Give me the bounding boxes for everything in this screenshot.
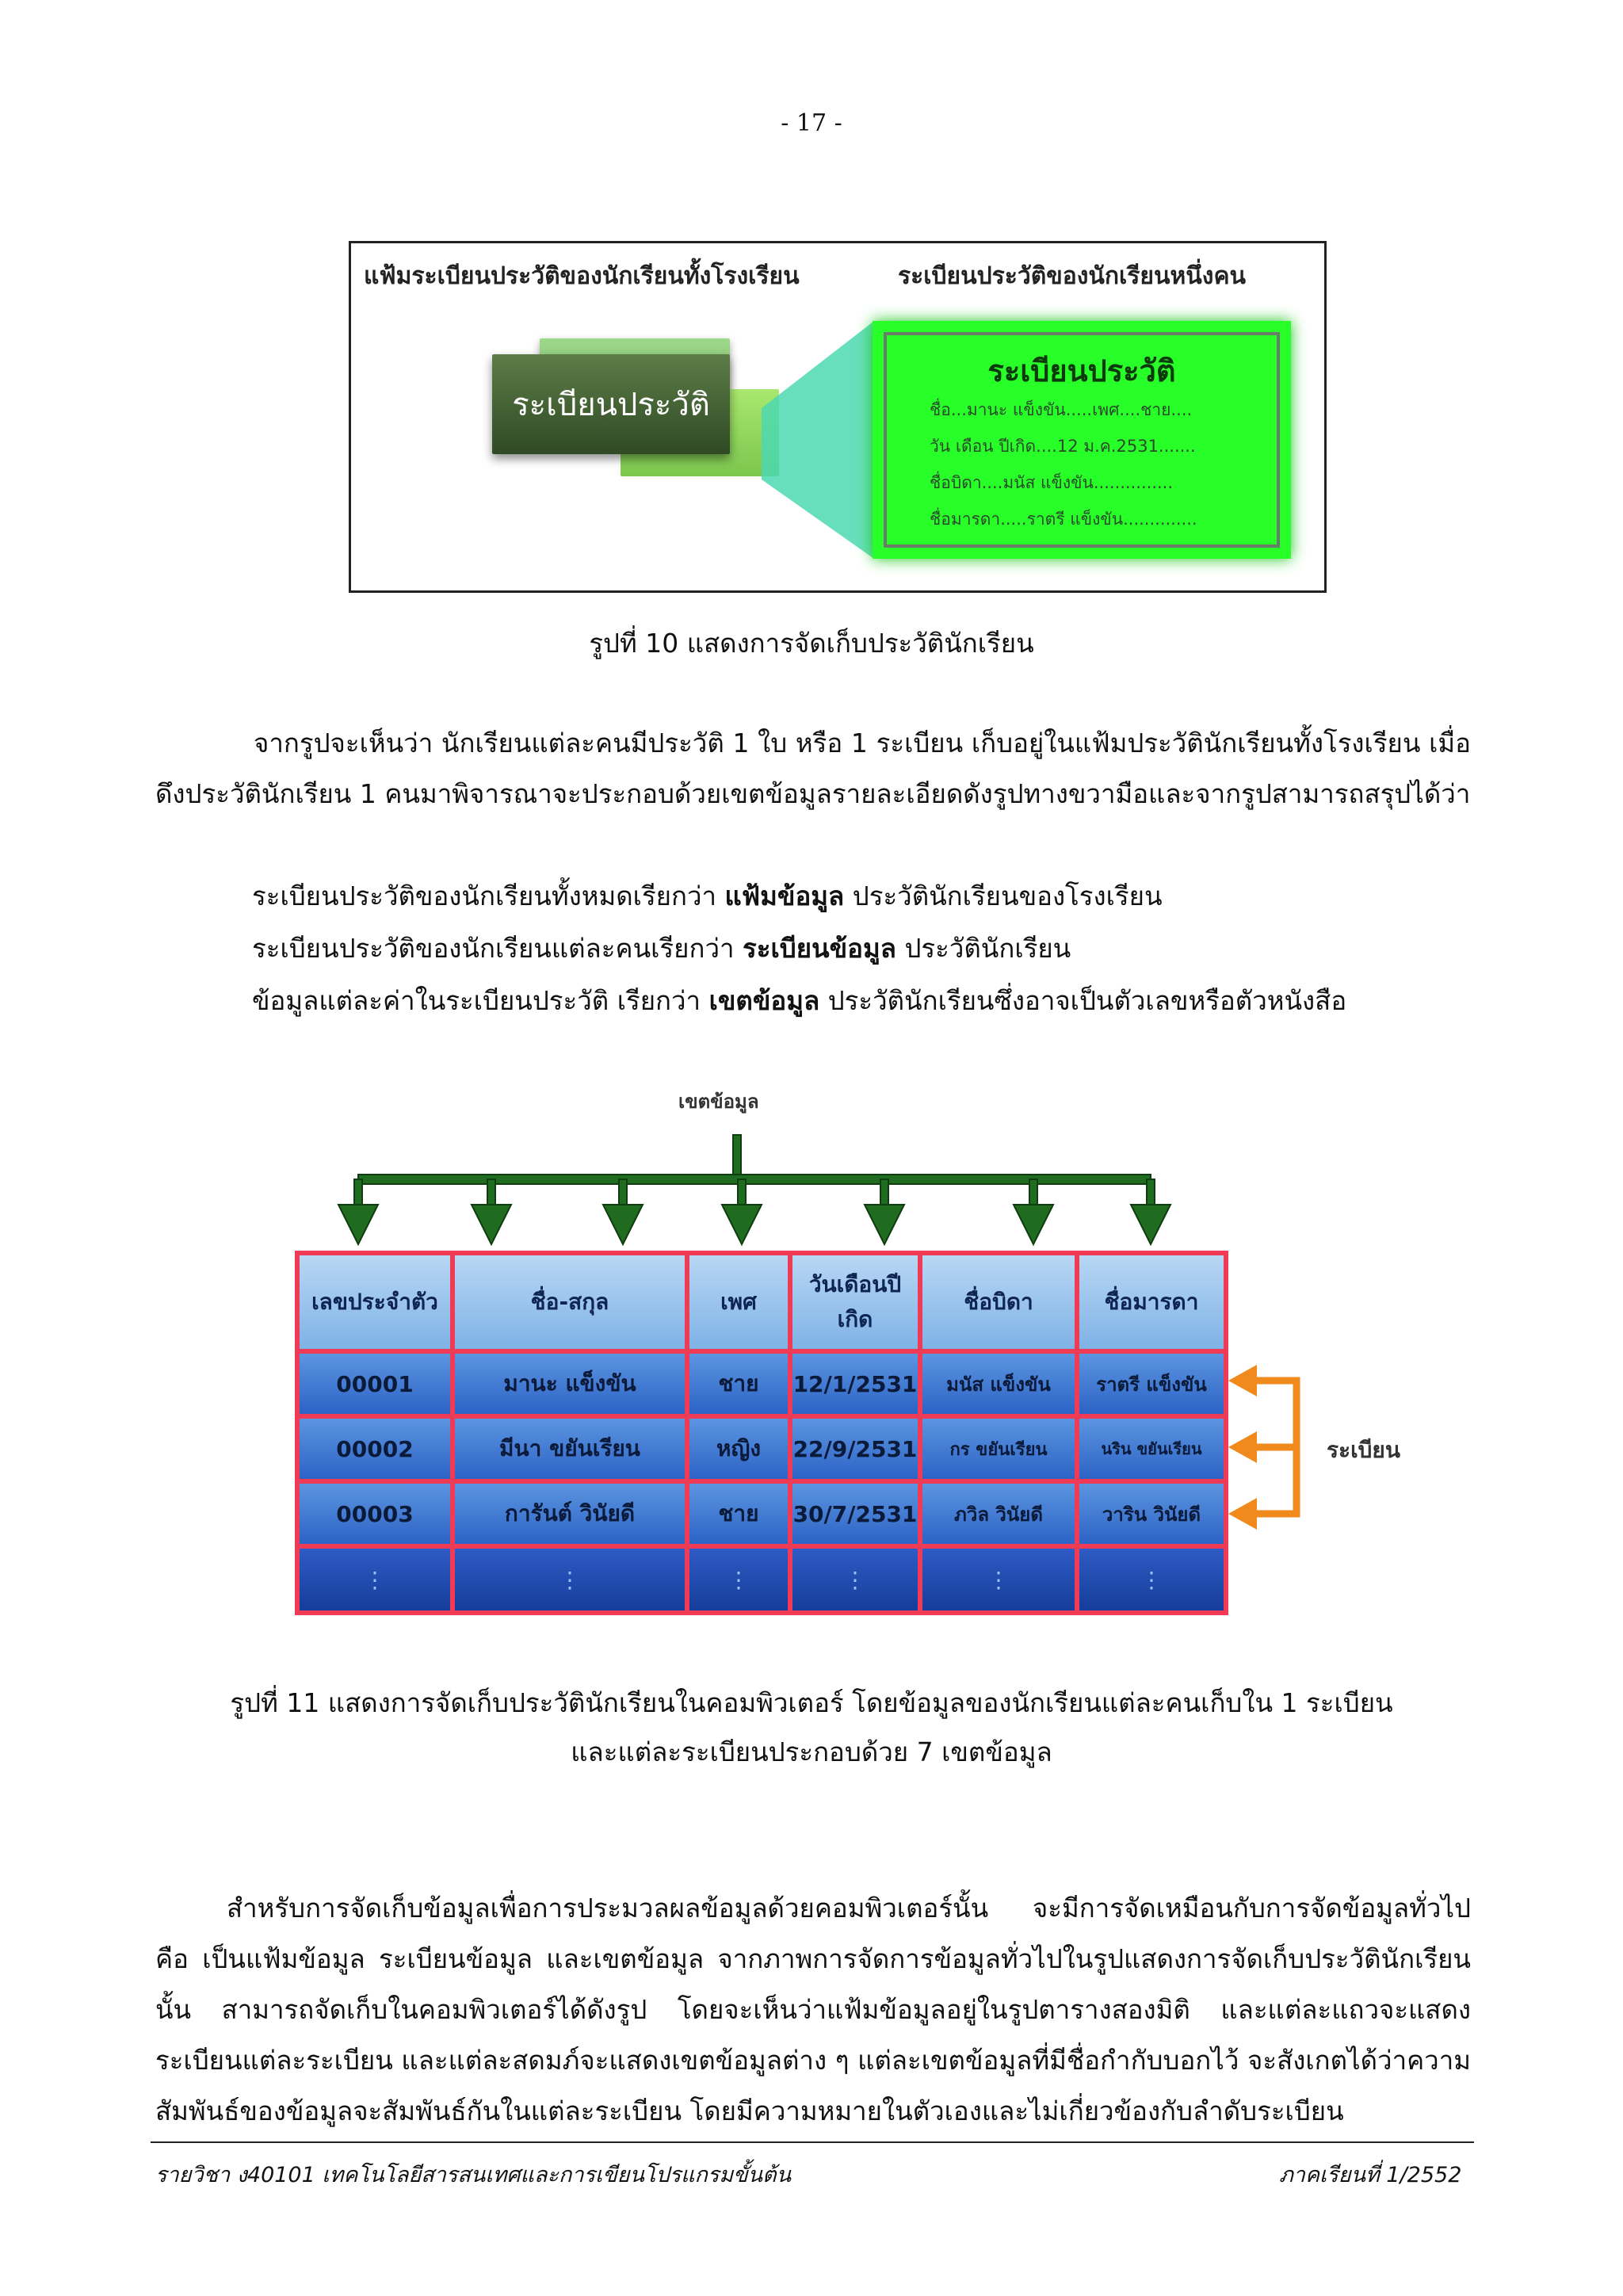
record-title: ระเบียนประวัติ xyxy=(987,353,1176,388)
definition-field: ข้อมูลแต่ละค่าในระเบียนประวัติ เรียกว่า … xyxy=(252,985,1347,1016)
footer-divider xyxy=(151,2141,1474,2143)
footer-semester: ภาคเรียนที่ 1/2552 xyxy=(1279,2163,1462,2187)
ellipsis-cell: ⋮ xyxy=(922,1549,1075,1610)
field-arrows xyxy=(337,1134,1172,1247)
column-header: ชื่อ-สกุล xyxy=(455,1255,685,1349)
ellipsis-cell: ⋮ xyxy=(792,1549,918,1610)
definition-file: ระเบียนประวัติของนักเรียนทั้งหมดเรียกว่า… xyxy=(252,881,1163,911)
table-cell: หญิง xyxy=(689,1419,788,1479)
paragraph-computer-storage: สำหรับการจัดเก็บข้อมูลเพื่อการประมวลผลข้… xyxy=(155,1893,1471,2126)
table-cell: 00001 xyxy=(300,1354,450,1414)
record-label: ระเบียน xyxy=(1327,1437,1400,1463)
figure-11-record-table: เขตข้อมูล เลขประจำตัว ชื่อ-สกุล เพศ วันเ… xyxy=(295,1086,1246,1625)
ellipsis-cell: ⋮ xyxy=(1079,1549,1224,1610)
table-cell: กร ขยันเรียน xyxy=(922,1419,1075,1479)
table-cell: มานะ แข็งขัน xyxy=(455,1354,685,1414)
table-cell: ชาย xyxy=(689,1484,788,1544)
file-heading: แฟ้มระเบียนประวัติของนักเรียนทั้งโรงเรีย… xyxy=(364,262,800,290)
table-cell: 00003 xyxy=(300,1484,450,1544)
figure-11-caption-line2: และแต่ละระเบียนประกอบด้วย 7 เขตข้อมูล xyxy=(571,1736,1052,1767)
record-card-front: ระเบียนประวัติ xyxy=(492,354,730,454)
record-bracket-arrows xyxy=(1228,1365,1300,1530)
table-cell: ราตรี แข็งขัน xyxy=(1079,1354,1224,1414)
table-cell: มนัส แข็งขัน xyxy=(922,1354,1075,1414)
ellipsis-cell: ⋮ xyxy=(455,1549,685,1610)
table-cell: 12/1/2531 xyxy=(792,1354,918,1414)
column-header: เลขประจำตัว xyxy=(300,1255,450,1349)
table-cell: การันต์ วินัยดี xyxy=(455,1484,685,1544)
column-header: เพศ xyxy=(689,1255,788,1349)
figure-10-caption: รูปที่ 10 แสดงการจัดเก็บประวัตินักเรียน xyxy=(589,628,1034,659)
table-cell: นริน ขยันเรียน xyxy=(1079,1419,1224,1479)
table-cell: 30/7/2531 xyxy=(792,1484,918,1544)
column-header: ชื่อบิดา xyxy=(922,1255,1075,1349)
single-record-heading: ระเบียนประวัติของนักเรียนหนึ่งคน xyxy=(898,262,1247,290)
table-cell: วาริน วินัยดี xyxy=(1079,1484,1224,1544)
term-record: ระเบียนข้อมูล xyxy=(743,933,896,964)
record-line: ชื่อมารดา.....ราตรี แข็งขัน.............… xyxy=(930,510,1197,529)
record-line: ชื่อ...มานะ แข็งขัน.....เพศ....ชาย.... xyxy=(930,400,1193,419)
figure-10-student-record-file: แฟ้มระเบียนประวัติของนักเรียนทั้งโรงเรีย… xyxy=(349,241,1327,593)
zoom-projection xyxy=(762,321,874,559)
table-cell: 22/9/2531 xyxy=(792,1419,918,1479)
ellipsis-cell: ⋮ xyxy=(689,1549,788,1610)
page-number: - 17 - xyxy=(781,109,842,137)
record-line: วัน เดือน ปีเกิด....12 ม.ค.2531....... xyxy=(930,437,1196,456)
record-line: ชื่อบิดา....มนัส แข็งขัน............... xyxy=(930,473,1174,492)
record-table: เลขประจำตัว ชื่อ-สกุล เพศ วันเดือนปี เกิ… xyxy=(295,1251,1228,1615)
term-field: เขตข้อมูล xyxy=(708,985,820,1016)
column-header: ชื่อมารดา xyxy=(1079,1255,1224,1349)
footer-course: รายวิชา ง40101 เทคโนโลยีสารสนเทศและการเข… xyxy=(155,2163,792,2187)
table-cell: ภวิล วินัยดี xyxy=(922,1484,1075,1544)
paragraph-intro: จากรูปจะเห็นว่า นักเรียนแต่ละคนมีประวัติ… xyxy=(155,728,1471,809)
column-header: วันเดือนปี เกิด xyxy=(792,1255,918,1349)
field-label: เขตข้อมูล xyxy=(678,1091,759,1113)
definition-record: ระเบียนประวัติของนักเรียนแต่ละคนเรียกว่า… xyxy=(252,933,1071,964)
ellipsis-cell: ⋮ xyxy=(300,1549,450,1610)
table-cell: มีนา ขยันเรียน xyxy=(455,1419,685,1479)
term-file: แฟ้มข้อมูล xyxy=(724,881,845,911)
record-detail-panel: ระเบียนประวัติ ชื่อ...มานะ แข็งขัน.....เ… xyxy=(873,321,1291,559)
table-cell: ชาย xyxy=(689,1354,788,1414)
figure-11-caption-line1: รูปที่ 11 แสดงการจัดเก็บประวัตินักเรียนใ… xyxy=(230,1687,1393,1718)
table-cell: 00002 xyxy=(300,1419,450,1479)
